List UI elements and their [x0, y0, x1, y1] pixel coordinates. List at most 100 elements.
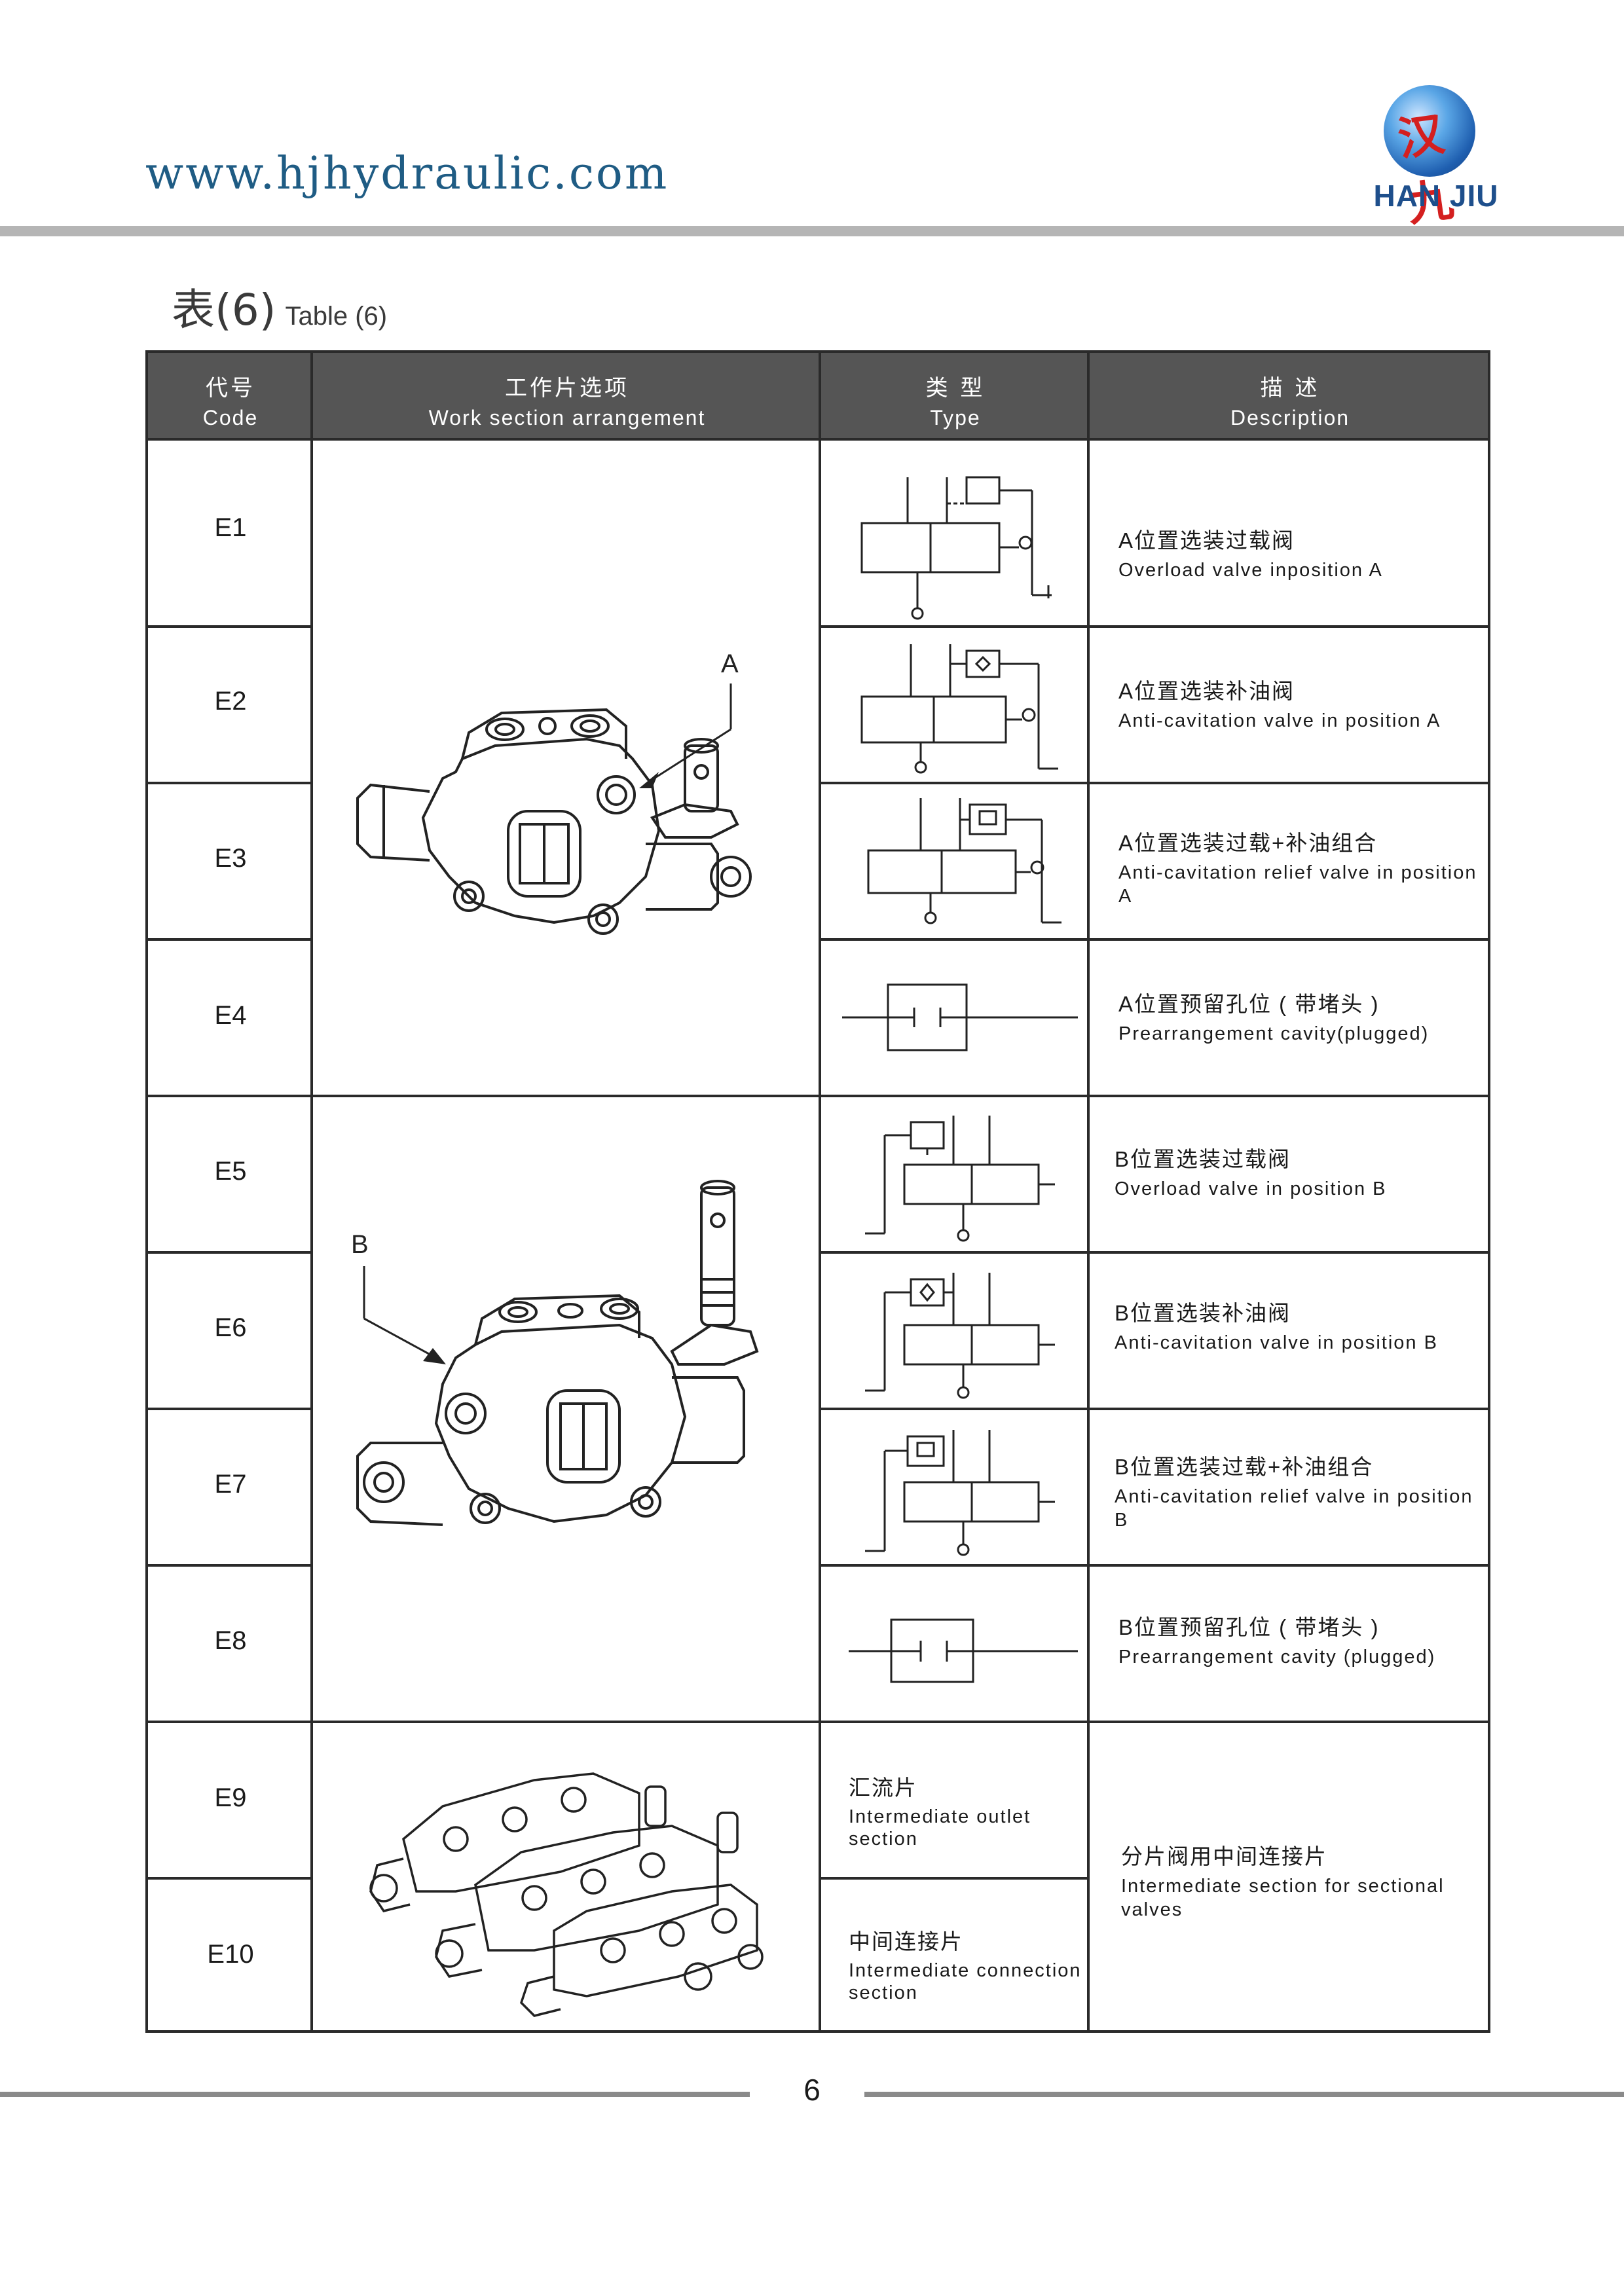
desc-e8: B位置预留孔位 ( 带堵头 ) Prearrangement cavity (p… — [1118, 1610, 1485, 1669]
type-e10-en: Intermediate connection section — [849, 1960, 1082, 2003]
table-title: 表(6) Table (6) — [172, 275, 387, 338]
code-e9: E9 — [214, 1783, 247, 1812]
row-divider — [148, 1095, 1488, 1097]
col-description-zh: 描 述 — [1260, 375, 1320, 401]
col-description: 描 述 Description — [1090, 353, 1490, 441]
footer-rule-left — [0, 2092, 750, 2097]
col-arrangement-zh: 工作片选项 — [505, 375, 629, 401]
table-title-zh: 表(6) — [172, 285, 276, 335]
type-e9-en: Intermediate outlet section — [849, 1806, 1031, 1850]
row-divider — [148, 782, 313, 784]
desc-e4-zh: A位置预留孔位 ( 带堵头 ) — [1118, 992, 1380, 1016]
symbol-combo-b — [865, 1430, 1055, 1556]
desc-e1: A位置选装过载阀 Overload valve inposition A — [1118, 523, 1485, 582]
desc-e6-zh: B位置选装补油阀 — [1115, 1301, 1291, 1325]
code-e5: E5 — [214, 1157, 247, 1186]
row-divider — [821, 938, 1488, 941]
row-divider — [148, 1251, 313, 1254]
footer-rule-right — [864, 2092, 1624, 2097]
desc-e7-en: Anti-cavitation relief valve in position… — [1115, 1486, 1473, 1531]
row-divider — [148, 1721, 1488, 1723]
row-divider — [821, 1251, 1488, 1254]
desc-e2-zh: A位置选装补油阀 — [1118, 679, 1295, 703]
row-divider — [821, 782, 1488, 784]
row-divider — [821, 1564, 1488, 1567]
symbol-combo-a — [867, 798, 1061, 924]
col-code-en: Code — [202, 406, 259, 429]
options-table: 代号 Code 工作片选项 Work section arrangement 类… — [145, 350, 1490, 2033]
col-type-en: Type — [930, 406, 981, 429]
desc-e9-e10-zh: 分片阀用中间连接片 — [1121, 1844, 1327, 1868]
row-divider — [821, 1408, 1488, 1410]
row-divider — [148, 438, 1488, 441]
col-arrangement: 工作片选项 Work section arrangement — [313, 353, 821, 441]
code-e1: E1 — [214, 513, 247, 542]
row-divider — [148, 1564, 313, 1567]
symbol-anticavitation-a — [860, 644, 1058, 774]
row-divider — [821, 1877, 1090, 1880]
desc-e3-zh: A位置选装过载+补油组合 — [1118, 831, 1378, 855]
desc-e5: B位置选装过载阀 Overload valve in position B — [1115, 1142, 1481, 1201]
col-divider — [819, 353, 821, 2030]
type-e9: 汇流片 Intermediate outlet section — [849, 1770, 1084, 1850]
col-code: 代号 Code — [148, 353, 313, 441]
col-divider — [310, 353, 313, 2030]
code-e3: E3 — [214, 844, 247, 873]
desc-e3: A位置选装过载+补油组合 Anti-cavitation relief valv… — [1118, 826, 1485, 908]
col-type: 类 型 Type — [821, 353, 1090, 441]
code-e7: E7 — [214, 1470, 247, 1499]
table-header: 代号 Code 工作片选项 Work section arrangement 类… — [148, 353, 1488, 441]
desc-e9-e10-en: Intermediate section for sectional valve… — [1121, 1876, 1445, 1920]
symbol-overload-a — [860, 476, 1052, 620]
symbol-cavity-a — [842, 983, 1078, 1051]
code-e8: E8 — [214, 1626, 247, 1655]
desc-e5-zh: B位置选装过载阀 — [1115, 1147, 1291, 1171]
valve-section-a-illustration: A — [356, 649, 752, 935]
desc-e4-en: Prearrangement cavity(plugged) — [1118, 1023, 1430, 1044]
symbol-overload-b — [865, 1116, 1055, 1242]
code-e10: E10 — [207, 1940, 254, 1969]
logo-text: HAN JIU — [1373, 179, 1499, 213]
desc-e5-en: Overload valve in position B — [1115, 1178, 1387, 1199]
desc-e4: A位置预留孔位 ( 带堵头 ) Prearrangement cavity(pl… — [1118, 987, 1485, 1046]
desc-e7-zh: B位置选装过载+补油组合 — [1115, 1455, 1374, 1479]
col-description-en: Description — [1230, 406, 1350, 429]
type-e10: 中间连接片 Intermediate connection section — [849, 1924, 1084, 2004]
row-divider — [148, 938, 313, 941]
code-e2: E2 — [214, 687, 247, 716]
header-divider — [0, 226, 1624, 236]
label-b: B — [351, 1230, 369, 1259]
desc-e8-zh: B位置预留孔位 ( 带堵头 ) — [1118, 1615, 1380, 1639]
type-e10-zh: 中间连接片 — [849, 1929, 963, 1954]
row-divider — [821, 625, 1488, 628]
desc-e8-en: Prearrangement cavity (plugged) — [1118, 1647, 1436, 1667]
desc-e6: B位置选装补油阀 Anti-cavitation valve in positi… — [1115, 1296, 1481, 1355]
symbol-anticavitation-b — [865, 1273, 1055, 1399]
code-e4: E4 — [214, 1001, 247, 1030]
desc-e1-zh: A位置选装过载阀 — [1118, 528, 1295, 553]
desc-e9-e10: 分片阀用中间连接片 Intermediate section for secti… — [1121, 1839, 1488, 1922]
desc-e2-en: Anti-cavitation valve in position A — [1118, 710, 1441, 731]
col-code-zh: 代号 — [206, 375, 255, 401]
brand-logo: 汉九 HAN JIU — [1373, 85, 1498, 232]
row-divider — [148, 1877, 313, 1880]
page-number: 6 — [803, 2073, 821, 2107]
code-e6: E6 — [214, 1313, 247, 1342]
row-divider — [148, 625, 313, 628]
label-a: A — [721, 649, 739, 678]
valve-section-b-illustration: B — [351, 1180, 759, 1526]
desc-e1-en: Overload valve inposition A — [1118, 560, 1383, 581]
desc-e3-en: Anti-cavitation relief valve in position… — [1118, 862, 1477, 907]
col-arrangement-en: Work section arrangement — [428, 406, 706, 429]
col-divider — [1087, 353, 1090, 2030]
type-e9-zh: 汇流片 — [849, 1776, 917, 1800]
col-type-zh: 类 型 — [925, 375, 986, 401]
desc-e6-en: Anti-cavitation valve in position B — [1115, 1332, 1438, 1353]
valve-assembly-illustration — [369, 1772, 764, 2017]
website-url[interactable]: www.hjhydraulic.com — [145, 148, 669, 200]
symbol-cavity-b — [849, 1618, 1078, 1683]
table-title-en: Table (6) — [285, 302, 388, 331]
desc-e7: B位置选装过载+补油组合 Anti-cavitation relief valv… — [1115, 1449, 1481, 1532]
desc-e2: A位置选装补油阀 Anti-cavitation valve in positi… — [1118, 674, 1485, 733]
globe-icon — [1384, 85, 1475, 177]
